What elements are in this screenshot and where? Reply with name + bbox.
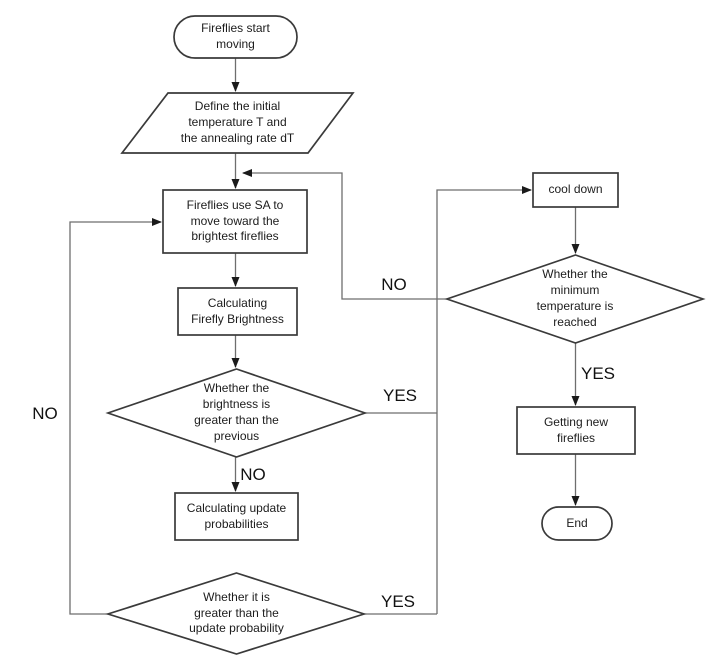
edge-label-temp-no: NO: [381, 275, 407, 294]
node-cooldown-label: cool down: [548, 182, 603, 197]
node-init: Define the initial temperature T and the…: [122, 93, 353, 153]
node-brightness: Calculating Firefly Brightness: [178, 288, 297, 335]
move-process-shape: [162, 189, 308, 254]
new-fireflies-process-shape: [516, 406, 636, 455]
edge-label-prob-yes: YES: [380, 592, 416, 611]
init-parallelogram-shape: [120, 92, 355, 154]
update-prob-process-shape: [174, 492, 299, 541]
node-move-label: Fireflies use SA to move toward the brig…: [186, 197, 284, 244]
edge-label-brightness-yes: YES: [382, 386, 418, 405]
node-cooldown: cool down: [533, 173, 618, 207]
node-prob-check-label: Whether it is greater than the update pr…: [189, 589, 284, 636]
cooldown-process-shape: [532, 172, 619, 208]
edge-yes-merge-to-cooldown: [436, 186, 532, 614]
end-terminator-shape: [541, 506, 613, 541]
node-new-fireflies: Getting new fireflies: [517, 407, 635, 454]
node-new-fireflies-label: Getting new fireflies: [543, 414, 609, 445]
node-brightness-check: Whether the brightness is greater than t…: [108, 369, 365, 457]
node-brightness-label: Calculating Firefly Brightness: [191, 295, 284, 326]
node-start: Fireflies start moving: [174, 16, 297, 58]
node-prob-check: Whether it is greater than the update pr…: [108, 573, 365, 654]
node-end-label: End: [566, 515, 588, 530]
edge-label-prob-no: NO: [32, 404, 58, 423]
node-update-prob-label: Calculating update probabilities: [186, 500, 287, 531]
node-update-prob: Calculating update probabilities: [175, 493, 298, 540]
node-brightness-check-label: Whether the brightness is greater than t…: [194, 381, 279, 443]
prob-check-diamond-shape: [105, 572, 367, 655]
node-start-label: Fireflies start moving: [201, 21, 270, 51]
node-move: Fireflies use SA to move toward the brig…: [163, 190, 307, 253]
brightness-check-diamond-shape: [105, 368, 368, 458]
edge-probcheck-no-loop: [69, 218, 162, 615]
node-end: End: [542, 507, 612, 540]
start-terminator-shape: [173, 15, 298, 59]
edge-label-brightness-no: NO: [240, 465, 266, 484]
temp-check-diamond-shape: [444, 254, 706, 344]
node-temp-check-label: Whether the minimum temperature is reach…: [536, 267, 614, 329]
node-init-label: Define the initial temperature T and the…: [180, 99, 295, 145]
edge-label-temp-yes: YES: [580, 364, 616, 383]
node-temp-check: Whether the minimum temperature is reach…: [447, 255, 703, 343]
edge-tempcheck-no-loop: [242, 169, 447, 300]
brightness-process-shape: [177, 287, 298, 336]
